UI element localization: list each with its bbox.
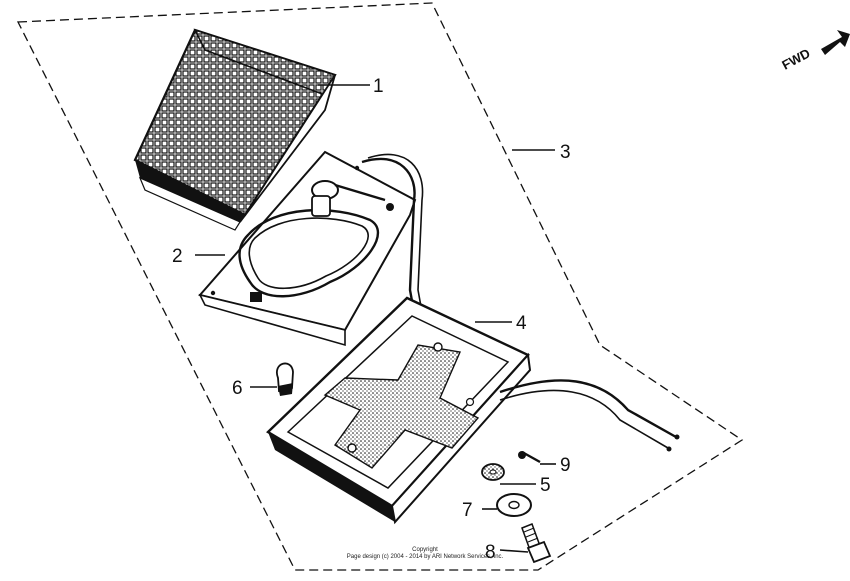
tail-light-base	[198, 150, 429, 347]
tail-light-lens	[133, 28, 337, 231]
callout-2: 2	[172, 246, 183, 267]
flat-washer	[496, 493, 532, 517]
bolt	[521, 523, 552, 564]
bulb	[275, 362, 294, 396]
fwd-label: FWD	[779, 46, 812, 73]
forward-arrow-icon	[821, 30, 850, 55]
callout-6: 6	[232, 378, 243, 399]
callout-9: 9	[560, 455, 571, 476]
callout-4: 4	[516, 313, 527, 334]
forward-direction-indicator: FWD	[779, 30, 850, 73]
leader-lines	[195, 84, 556, 553]
assembly-boundary	[16, 2, 744, 571]
callout-5: 5	[540, 475, 551, 496]
copyright-title: Copyright	[412, 547, 438, 553]
callout-8: 8	[485, 542, 496, 563]
callout-1: 1	[373, 76, 384, 97]
callout-3: 3	[560, 142, 571, 163]
screw	[518, 450, 541, 464]
callout-7: 7	[462, 500, 473, 521]
copyright-notice: Page design (c) 2004 - 2014 by ARI Netwo…	[347, 554, 504, 560]
mounting-plate	[323, 344, 480, 469]
rubber-washer	[481, 463, 505, 481]
tail-light-housing	[266, 296, 680, 525]
